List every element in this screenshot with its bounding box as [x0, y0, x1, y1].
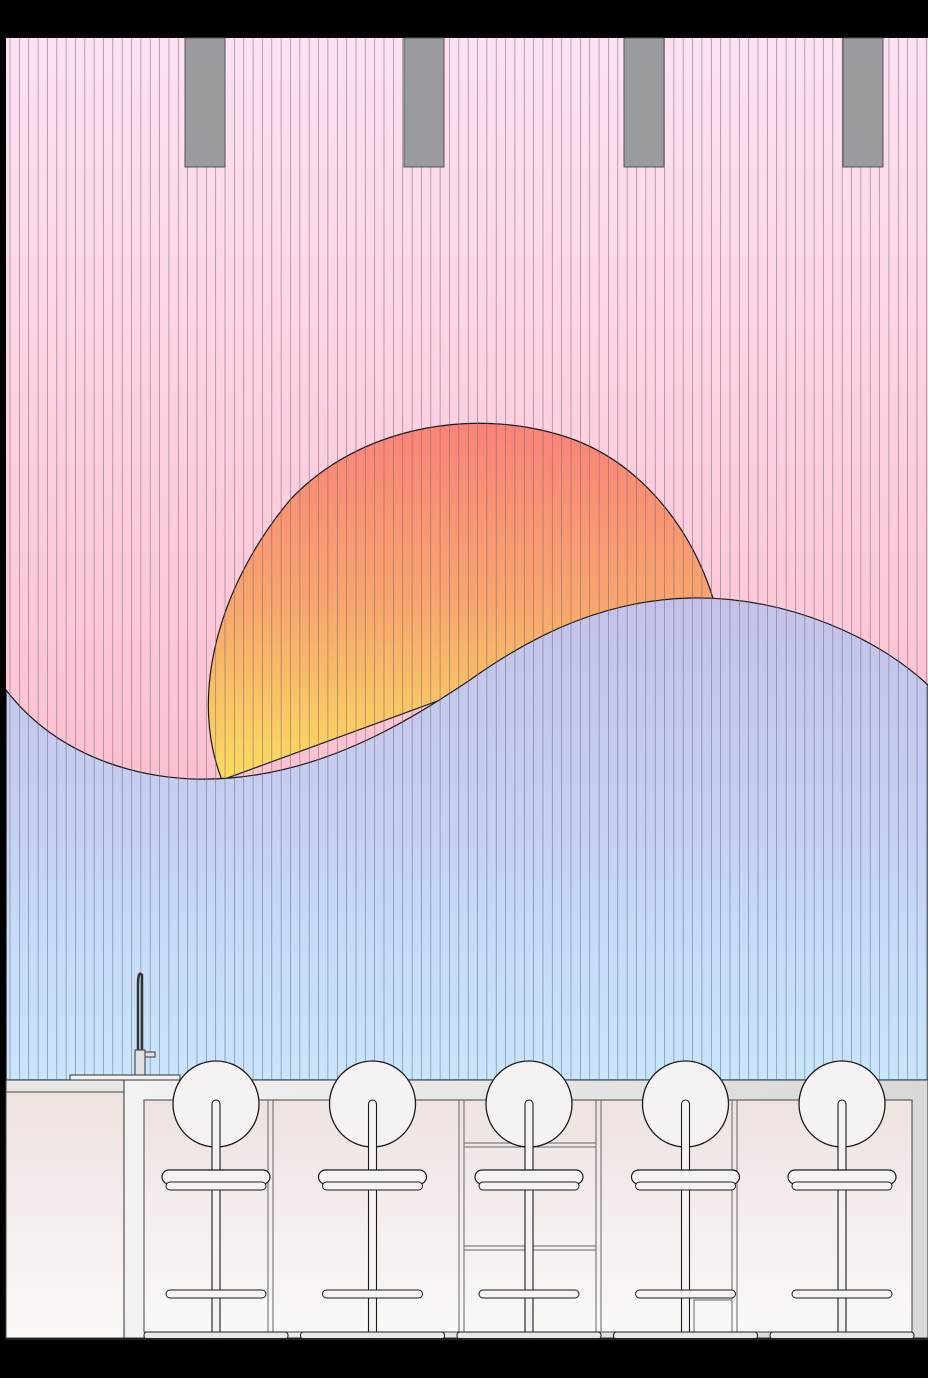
wall-slats [9, 38, 927, 1080]
bar-stool-icon [613, 1060, 758, 1341]
pendant-light-3 [623, 37, 665, 168]
pendant-light-4 [842, 37, 884, 168]
floor-line [6, 1338, 928, 1340]
bar-stools [143, 1060, 915, 1341]
pendant-light-1 [184, 37, 226, 168]
pendant-lights [184, 37, 884, 168]
bar-stool-icon [769, 1060, 915, 1341]
wave-mural [6, 597, 928, 1080]
slatted-wall [6, 38, 928, 1080]
pendant-light-2 [403, 37, 445, 168]
bar-counter [5, 1079, 928, 1339]
bar-stool-icon [300, 1060, 445, 1341]
side-cabinet [5, 1091, 125, 1339]
bar-stool-icon [456, 1060, 602, 1341]
